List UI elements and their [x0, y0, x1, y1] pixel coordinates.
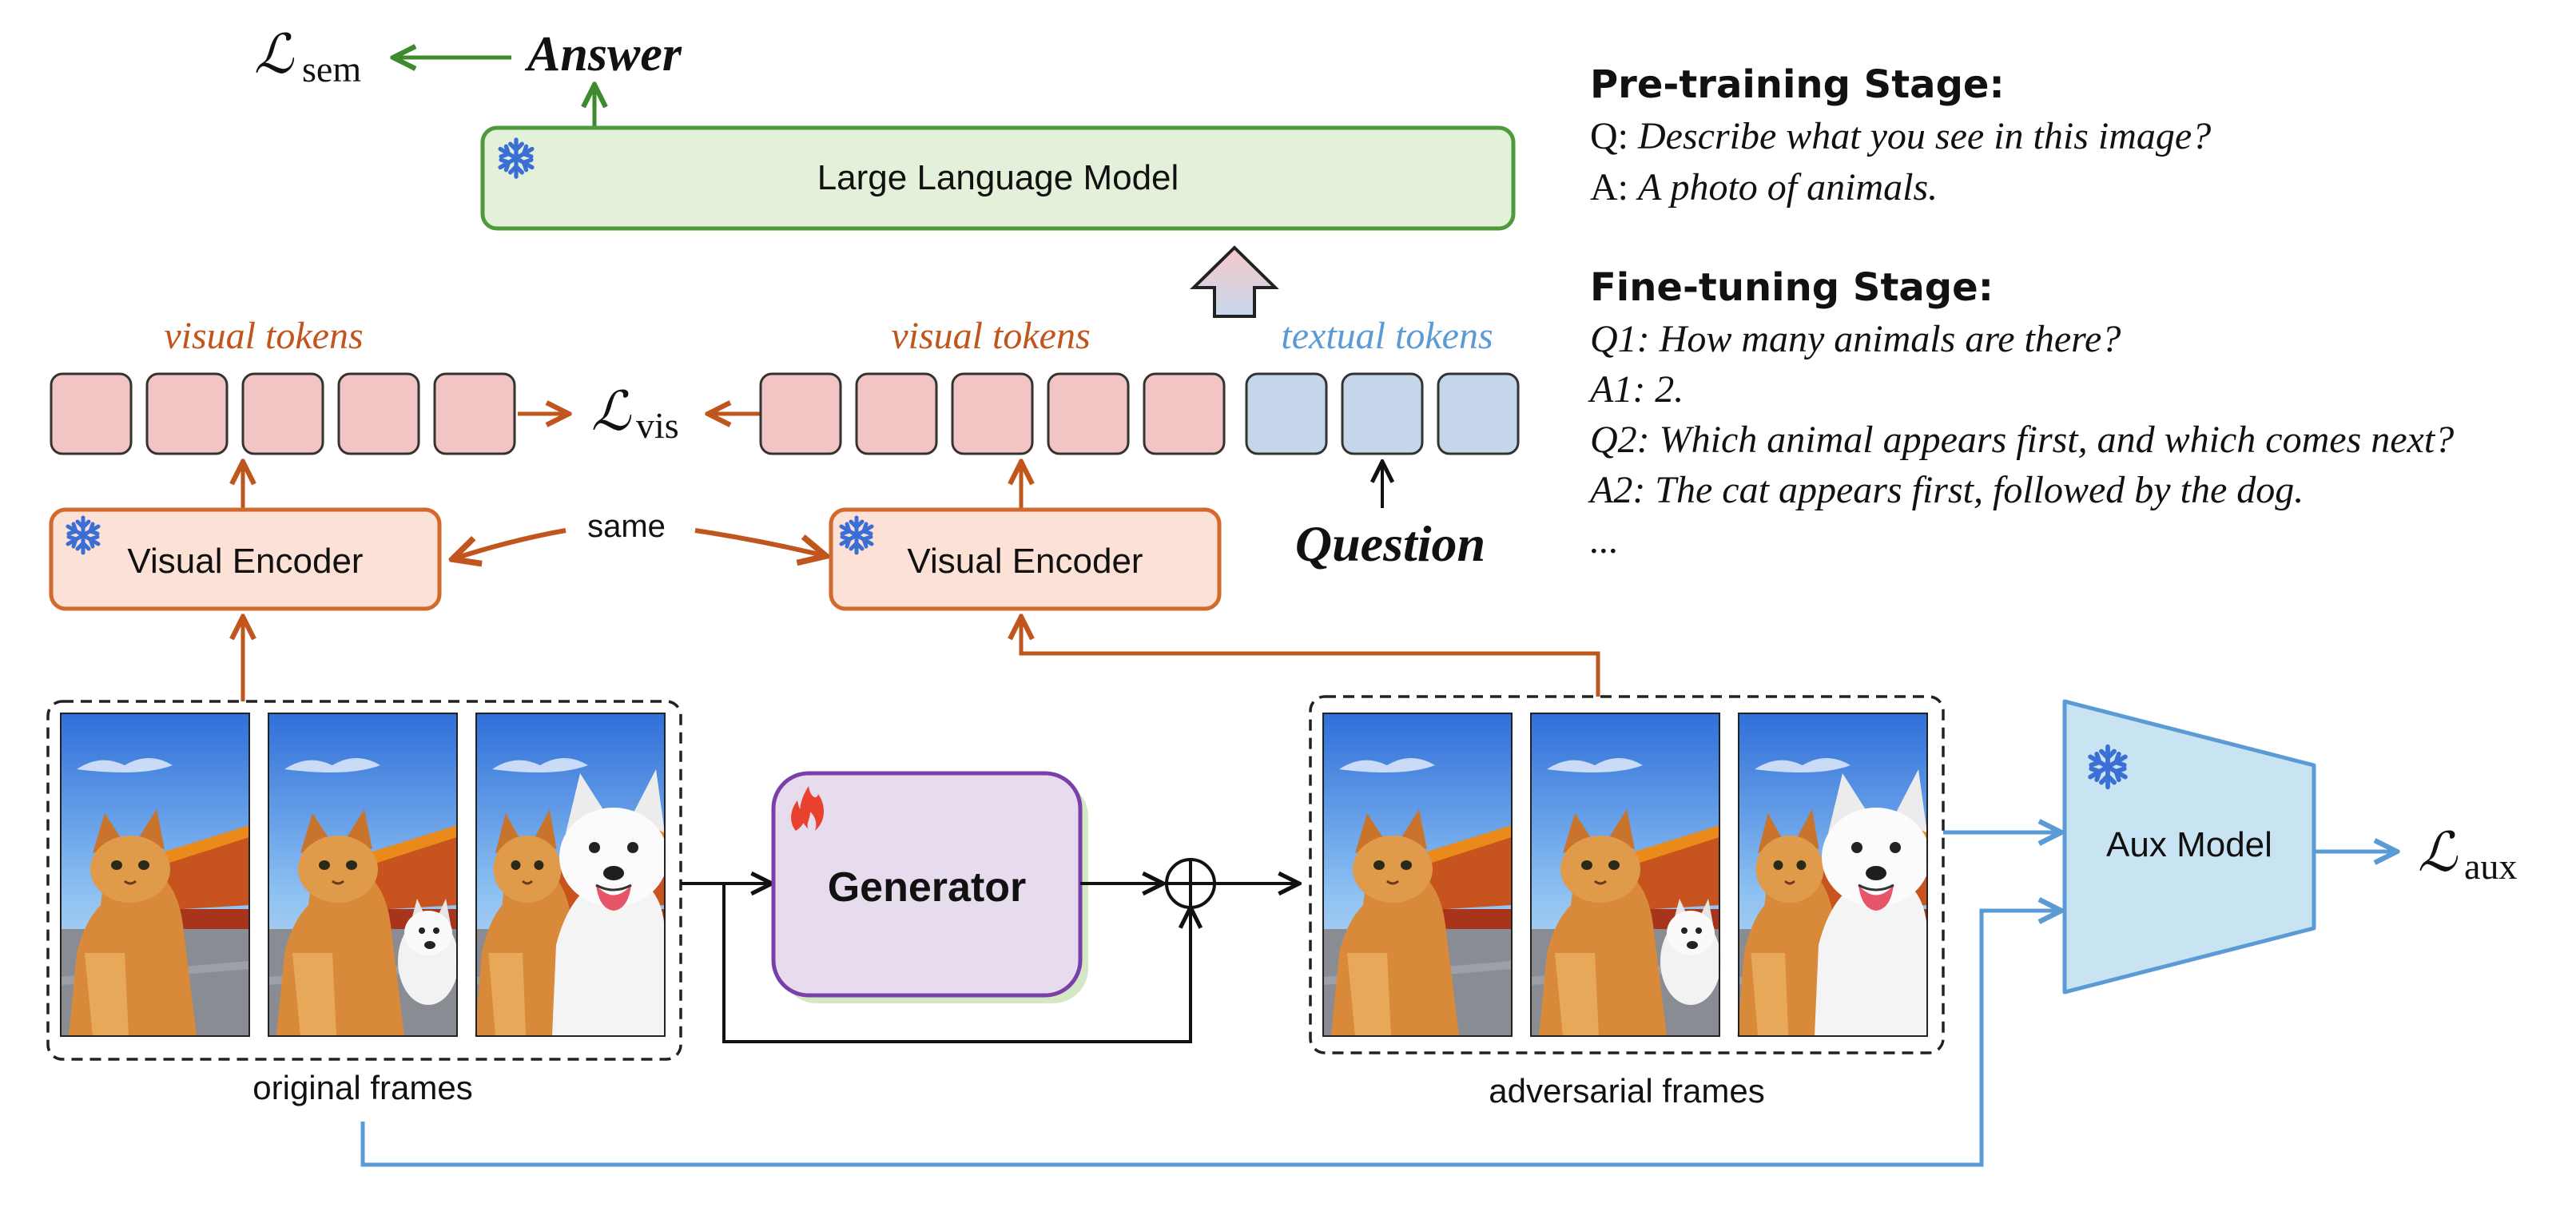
llm-box [480, 125, 1516, 231]
loss-vis-label: ℒ vis [591, 381, 679, 446]
llm-label: Large Language Model [817, 158, 1179, 197]
visual-encoder-right-label: Visual Encoder [907, 542, 1143, 581]
same-arrow-left [452, 528, 566, 559]
visual-token [145, 372, 229, 455]
svg-text:ℒ: ℒ [254, 24, 295, 85]
adversarial-frame-3 [1738, 713, 1931, 1037]
visual-token [1047, 372, 1130, 455]
svg-text:ℒ: ℒ [591, 381, 632, 442]
visual-token [951, 372, 1034, 455]
textual-tokens-label: textual tokens [1281, 315, 1493, 357]
textual-tokens [1245, 372, 1520, 455]
loss-sem-label: ℒ sem [254, 24, 361, 89]
visual-token [337, 372, 420, 455]
flame-icon [791, 786, 825, 831]
textual-token [1245, 372, 1328, 455]
finetuning-line: ... [1590, 519, 1619, 562]
visual-tokens-right [759, 372, 1226, 455]
skip-connection-line [722, 884, 1191, 1043]
original-frame-1 [60, 713, 250, 1037]
finetuning-line: A1: 2. [1588, 368, 1684, 411]
original-frames-label: original frames [252, 1069, 472, 1106]
svg-text:aux: aux [2464, 846, 2517, 887]
aux-model-label: Aux Model [2106, 825, 2272, 864]
svg-text:sem: sem [302, 49, 361, 89]
same-arrow-right [694, 528, 826, 556]
textual-token [1341, 372, 1424, 455]
finetuning-title: Fine-tuning Stage: [1590, 265, 1994, 310]
question-label: Question [1295, 515, 1485, 572]
finetuning-line: Q2: Which animal appears first, and whic… [1590, 419, 2454, 461]
visual-token [855, 372, 938, 455]
textual-token [1437, 372, 1520, 455]
finetuning-line: A2: The cat appears first, followed by t… [1588, 469, 2304, 511]
original-frame-3 [475, 713, 669, 1037]
same-label: same [587, 509, 666, 544]
visual-token [1143, 372, 1226, 455]
aux-model-box [2062, 699, 2316, 995]
visual-encoder-left [49, 507, 442, 611]
loss-aux-label: ℒ aux [2418, 822, 2517, 887]
visual-token [241, 372, 324, 455]
visual-tokens-label-left: visual tokens [164, 315, 363, 357]
visual-token [759, 372, 842, 455]
finetuning-line: Q1: How many animals are there? [1590, 318, 2121, 360]
original-frame-2 [268, 713, 459, 1037]
pretraining-panel: Pre-training Stage: Q: Describe what you… [1590, 62, 2211, 208]
adversarial-frames-label: adversarial frames [1489, 1072, 1764, 1110]
big-up-arrow [1190, 245, 1279, 318]
adversarial-frame-1 [1322, 713, 1513, 1037]
original-frames-box [46, 700, 682, 1061]
svg-text:vis: vis [636, 405, 679, 446]
visual-tokens-label-right: visual tokens [891, 315, 1090, 357]
pretraining-a: A: A photo of animals. [1590, 166, 1938, 208]
svg-text:ℒ: ℒ [2418, 822, 2459, 883]
original-to-aux-arrow [360, 911, 2061, 1167]
finetuning-panel: Fine-tuning Stage: Q1: How many animals … [1588, 265, 2454, 562]
visual-encoder-left-label: Visual Encoder [127, 542, 363, 581]
adversarial-frame-2 [1530, 713, 1721, 1037]
pretraining-title: Pre-training Stage: [1590, 62, 2005, 107]
visual-token [433, 372, 516, 455]
add-operator-icon [1165, 858, 1216, 909]
pretraining-q: Q: Describe what you see in this image? [1590, 115, 2211, 157]
generator-label: Generator [828, 864, 1027, 911]
adversarial-to-encoder-arrow [1021, 617, 1600, 697]
adversarial-frames-box [1309, 695, 1945, 1054]
answer-label: Answer [524, 27, 682, 81]
visual-token [50, 372, 133, 455]
visual-tokens-left [50, 372, 516, 455]
